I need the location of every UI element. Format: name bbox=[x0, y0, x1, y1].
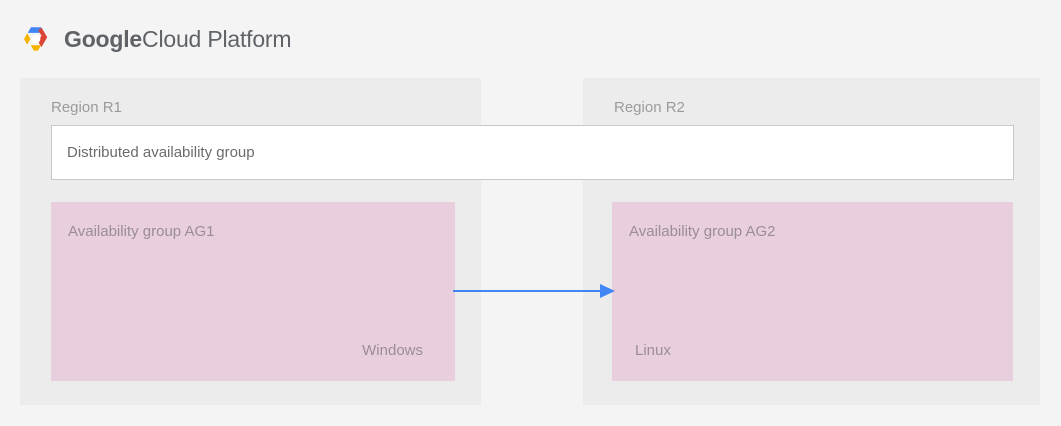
region-label-r2: Region R2 bbox=[614, 99, 685, 116]
availability-group-box-ag1: Availability group AG1 Windows bbox=[51, 202, 455, 381]
distributed-availability-group-label: Distributed availability group bbox=[67, 144, 255, 161]
brand-name-cloud-platform: Cloud Platform bbox=[142, 25, 292, 52]
distributed-availability-group-box: Distributed availability group bbox=[51, 125, 1014, 180]
brand-wordmark: GoogleCloud Platform bbox=[64, 25, 292, 52]
availability-group-title-ag2: Availability group AG2 bbox=[629, 223, 776, 240]
brand-header: GoogleCloud Platform bbox=[20, 18, 292, 60]
availability-group-os-ag1: Windows bbox=[362, 342, 423, 359]
arrow-right-icon bbox=[453, 281, 615, 301]
availability-group-box-ag2: Availability group AG2 Linux bbox=[612, 202, 1013, 381]
brand-name-google: Google bbox=[64, 25, 143, 52]
google-cloud-platform-logo-icon bbox=[20, 23, 52, 55]
availability-group-title-ag1: Availability group AG1 bbox=[68, 223, 215, 240]
availability-group-os-ag2: Linux bbox=[635, 342, 671, 359]
region-label-r1: Region R1 bbox=[51, 99, 122, 116]
